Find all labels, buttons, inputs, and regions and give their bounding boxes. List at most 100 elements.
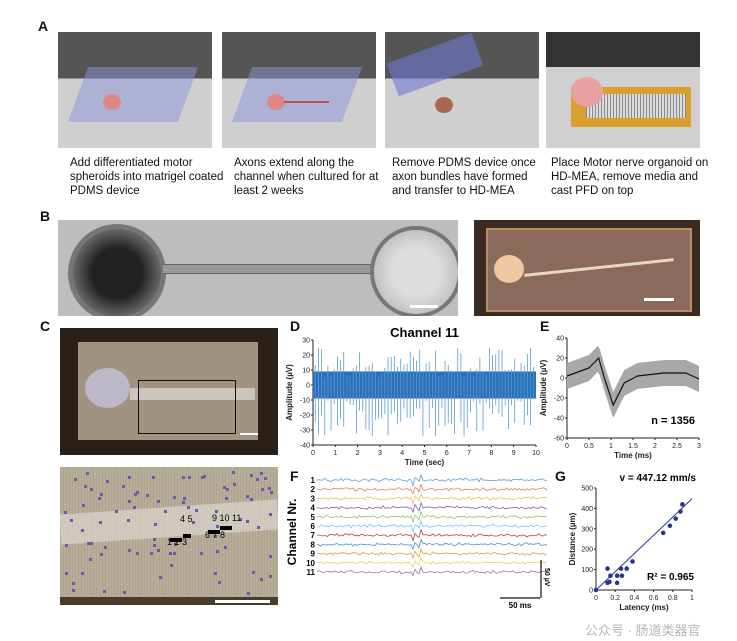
channel-trace xyxy=(316,510,548,524)
schematic-step-3 xyxy=(385,32,539,148)
channel-trace xyxy=(316,528,548,542)
data-point xyxy=(608,573,613,579)
electrode-dot xyxy=(233,483,236,486)
x-tick-label: 1 xyxy=(690,595,694,602)
electrode-dot xyxy=(159,576,162,579)
electrode-dot xyxy=(182,476,185,479)
channel-trace xyxy=(316,538,548,551)
channel-label: 10 xyxy=(306,559,315,568)
caption-step-3: Remove PDMS device once axon bundles hav… xyxy=(392,157,536,197)
electrode-dot xyxy=(257,526,260,529)
data-point xyxy=(630,559,635,564)
electrode-dot xyxy=(201,476,204,479)
electrode-dot xyxy=(174,543,177,546)
electrode-dot xyxy=(224,546,227,549)
x-axis-label: Latency (ms) xyxy=(619,603,669,612)
channel-trace xyxy=(316,493,548,505)
caption-step-4: Place Motor nerve organoid on HD-MEA, re… xyxy=(551,157,709,197)
y-tick-label: 0 xyxy=(560,376,564,383)
y-tick-label: 100 xyxy=(581,567,593,574)
electrode-dot xyxy=(157,500,160,503)
electrode-label-1-3: 1 2 3 xyxy=(167,537,188,547)
x-tick-label: 1 xyxy=(333,450,337,457)
data-point xyxy=(660,530,666,536)
y-tick-label: 200 xyxy=(581,547,593,554)
photo-organoid-on-mea xyxy=(474,220,700,316)
y-tick-label: 400 xyxy=(581,506,593,513)
time-scale-label: 50 ms xyxy=(509,601,532,610)
channel-label: 2 xyxy=(311,485,316,494)
electrode-dot xyxy=(246,495,249,498)
x-tick-label: 2.5 xyxy=(672,443,682,450)
x-tick-label: 10 xyxy=(532,450,540,457)
electrode-dot xyxy=(232,471,235,474)
electrode-label-4-5: 4 5 xyxy=(180,514,193,524)
electrode-dot xyxy=(81,529,84,532)
recording-electrode xyxy=(228,526,232,530)
electrode-dot xyxy=(72,582,75,585)
electrode-dot xyxy=(100,493,103,496)
x-tick-label: 0 xyxy=(311,450,315,457)
x-axis-label: Time (sec) xyxy=(405,458,445,467)
electrode-dot xyxy=(250,474,253,477)
electrode-dot xyxy=(225,497,228,500)
electrode-dot xyxy=(223,486,226,489)
y-tick-label: 40 xyxy=(556,336,564,343)
electrode-label-6-8: 6 7 8 xyxy=(205,530,226,540)
electrode-dot xyxy=(268,487,271,490)
channel-trace xyxy=(316,473,548,488)
channel-label: 6 xyxy=(311,522,316,531)
scale-bar xyxy=(215,600,270,603)
electrode-dot xyxy=(214,572,217,575)
electrode-dot xyxy=(82,504,85,507)
electrode-dot xyxy=(65,544,68,547)
electrode-dot xyxy=(70,519,73,522)
x-tick-label: 0.8 xyxy=(668,595,678,602)
micrograph-pdms-device xyxy=(58,220,458,316)
electrode-dot xyxy=(216,525,219,528)
electrode-dot xyxy=(269,555,272,558)
x-tick-label: 8 xyxy=(489,450,493,457)
channel-label: 9 xyxy=(311,550,316,559)
panel-label-c: C xyxy=(40,318,51,334)
electrode-dot xyxy=(170,564,173,567)
electrode-dot xyxy=(106,480,109,483)
noise-band xyxy=(313,371,536,399)
y-tick-label: -30 xyxy=(300,428,310,435)
panel-label-d: D xyxy=(290,318,301,334)
electrode-dot xyxy=(122,485,125,488)
x-tick-label: 1 xyxy=(609,443,613,450)
watermark: 公众号 · 肠道类器官 xyxy=(585,623,701,638)
electrode-dot xyxy=(157,549,160,552)
channel-trace xyxy=(316,565,548,577)
y-tick-label: -60 xyxy=(554,436,564,443)
y-axis-label: Amplitude (µV) xyxy=(540,359,548,416)
data-point xyxy=(605,566,610,571)
x-tick-label: 9 xyxy=(512,450,516,457)
data-point xyxy=(680,502,685,507)
electrode-dot xyxy=(128,476,131,479)
electrode-dot xyxy=(115,510,118,513)
waveform-spread xyxy=(567,345,699,418)
electrode-dot xyxy=(99,521,102,524)
electrode-dot xyxy=(90,488,93,491)
electrode-dot xyxy=(74,478,77,481)
x-tick-label: 0.4 xyxy=(630,595,640,602)
y-tick-label: -40 xyxy=(300,443,310,450)
scale-bar xyxy=(644,298,674,301)
electrode-dot xyxy=(72,589,75,592)
y-tick-label: 20 xyxy=(556,356,564,363)
electrode-dot xyxy=(136,552,139,555)
channel-label: 7 xyxy=(311,531,316,540)
electrode-dot xyxy=(218,581,221,584)
recording-electrode xyxy=(187,534,191,538)
data-point xyxy=(619,573,625,579)
data-point xyxy=(624,566,630,571)
electrode-dot xyxy=(134,493,137,496)
panel-label-g: G xyxy=(555,468,566,484)
electrode-dot xyxy=(154,523,157,526)
y-tick-label: -20 xyxy=(554,396,564,403)
channel-trace xyxy=(316,501,548,514)
x-tick-label: 4 xyxy=(400,450,404,457)
